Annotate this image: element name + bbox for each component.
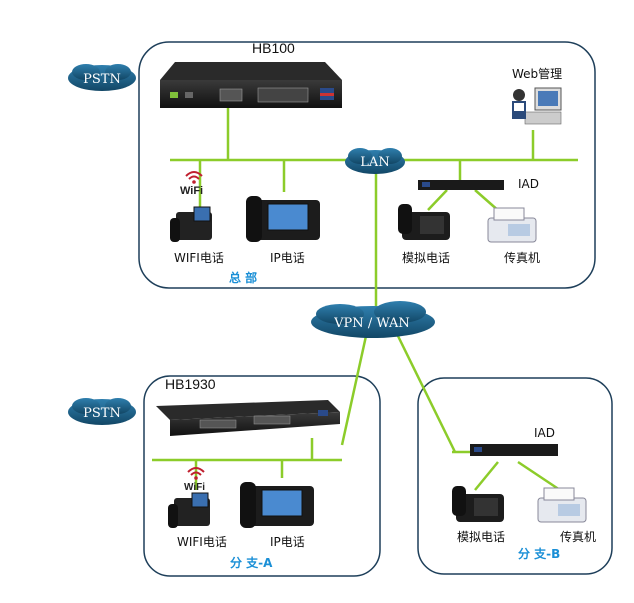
hb100-router bbox=[160, 62, 342, 108]
lan-cloud: LAN bbox=[345, 148, 405, 174]
iad-hq bbox=[418, 180, 504, 190]
iad-hq-label: IAD bbox=[518, 177, 539, 191]
fax-hq-icon bbox=[487, 207, 537, 243]
wifi-logo-a: WiFi bbox=[184, 482, 205, 493]
svg-text:PSTN: PSTN bbox=[83, 72, 121, 87]
hq-device-label: HB100 bbox=[252, 40, 295, 56]
branch-a-caption: 分 支-A bbox=[230, 555, 273, 570]
a-ip-phone-label: IP电话 bbox=[270, 535, 305, 549]
pstn-cloud-hq: PSTN bbox=[68, 64, 136, 91]
svg-text:PSTN: PSTN bbox=[83, 406, 121, 421]
svg-text:VPN / WAN: VPN / WAN bbox=[333, 316, 410, 331]
analog-phone-b-icon bbox=[452, 486, 504, 522]
web-admin-label: Web管理 bbox=[512, 66, 562, 81]
wifi-icon bbox=[185, 171, 203, 184]
b-fax-label: 传真机 bbox=[560, 529, 596, 544]
branch-a-device-label: HB1930 bbox=[165, 376, 216, 392]
b-analog-phone-label: 模拟电话 bbox=[457, 530, 505, 544]
hq-site-box bbox=[138, 41, 596, 289]
hq-fax-label: 传真机 bbox=[504, 250, 540, 265]
ip-phone-a-icon bbox=[240, 482, 314, 528]
hq-caption: 总 部 bbox=[229, 270, 257, 285]
pstn-cloud-a: PSTN bbox=[68, 398, 136, 425]
hq-ip-phone-label: IP电话 bbox=[270, 251, 305, 265]
hq-wifi-phone-label: WIFI电话 bbox=[174, 251, 224, 265]
vpn-wan-cloud: VPN / WAN bbox=[311, 301, 435, 338]
branch-a-site-box bbox=[143, 375, 381, 577]
ip-phone-hq-icon bbox=[246, 196, 320, 242]
wifi-phone-a-icon bbox=[168, 492, 210, 528]
svg-text:LAN: LAN bbox=[360, 155, 389, 170]
wifi-logo-hq: WiFi bbox=[180, 185, 203, 197]
hq-analog-phone-label: 模拟电话 bbox=[402, 251, 450, 265]
iad-b-label: IAD bbox=[534, 426, 555, 440]
iad-b bbox=[470, 444, 558, 456]
fax-b-icon bbox=[537, 487, 587, 523]
web-admin-computer bbox=[512, 87, 562, 125]
branch-b-site-box bbox=[417, 377, 613, 575]
analog-phone-hq-icon bbox=[398, 204, 450, 240]
branch-b-caption: 分 支-B bbox=[518, 546, 560, 561]
hb1930-router bbox=[156, 400, 340, 436]
wifi-phone-hq-icon bbox=[170, 206, 212, 242]
a-wifi-phone-label: WIFI电话 bbox=[177, 535, 227, 549]
wifi-icon bbox=[187, 467, 205, 480]
